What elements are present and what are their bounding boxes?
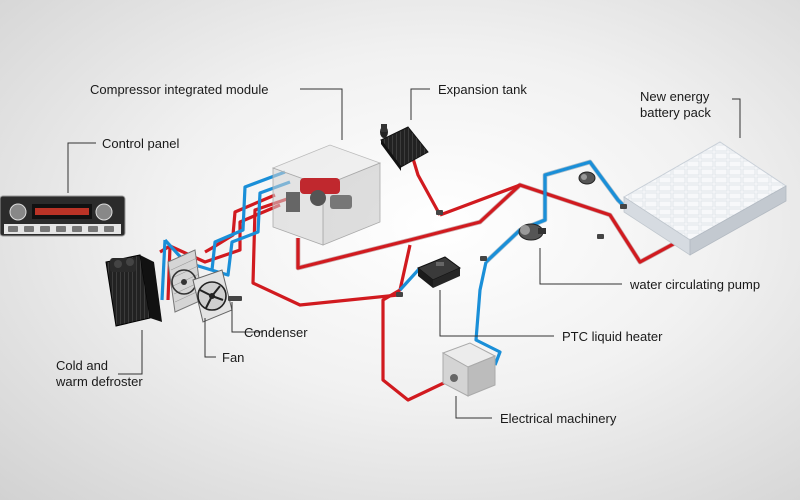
label-defroster-line1: Cold and (56, 358, 108, 373)
cold-warm-defroster (105, 254, 162, 327)
label-fan: Fan (222, 350, 244, 365)
label-control-panel: Control panel (102, 136, 179, 151)
hot-pipe-main (296, 183, 691, 270)
label-ptc-heater: PTC liquid heater (562, 329, 663, 344)
pipe-connectors (228, 204, 627, 301)
labels: Compressor integrated module Expansion t… (55, 82, 760, 426)
hot-pipe-compressor-return (251, 196, 399, 307)
label-expansion-tank: Expansion tank (438, 82, 527, 97)
label-defroster-line2: warm defroster (55, 374, 143, 389)
hot-pipe-defroster-drop (166, 245, 172, 301)
ptc-liquid-heater (417, 256, 461, 288)
label-battery-line1: New energy (640, 89, 710, 104)
cold-pipe-battery (484, 160, 632, 264)
hot-pipe-tank-link (439, 183, 521, 217)
label-compressor-module: Compressor integrated module (90, 82, 268, 97)
label-electrical-machinery: Electrical machinery (500, 411, 617, 426)
cold-pipe-compressor-2 (210, 170, 286, 271)
label-water-pump: water circulating pump (629, 277, 760, 292)
control-knob-left (9, 203, 27, 221)
cold-pipe-motor (474, 261, 502, 366)
control-knob-right (95, 203, 113, 221)
battery-pump (578, 171, 596, 185)
label-battery-line2: battery pack (640, 105, 711, 120)
battery-pack (623, 141, 787, 256)
label-condenser: Condenser (244, 325, 308, 340)
hot-pipe-defroster (159, 203, 281, 264)
compressor-integrated-module (271, 144, 382, 246)
hot-pipe-motor-loop (381, 244, 451, 402)
condenser (167, 249, 203, 313)
cold-pipe-defroster-drop (160, 239, 167, 301)
control-panel (0, 195, 126, 237)
water-circulating-pump (518, 223, 546, 241)
leader-lines (67, 88, 741, 419)
cold-pipe-ptc-link (398, 266, 422, 292)
cold-pipes (160, 159, 632, 366)
fan (192, 269, 233, 323)
expansion-tank (380, 124, 429, 171)
compressor-core (300, 178, 340, 194)
electrical-machinery (441, 342, 497, 397)
